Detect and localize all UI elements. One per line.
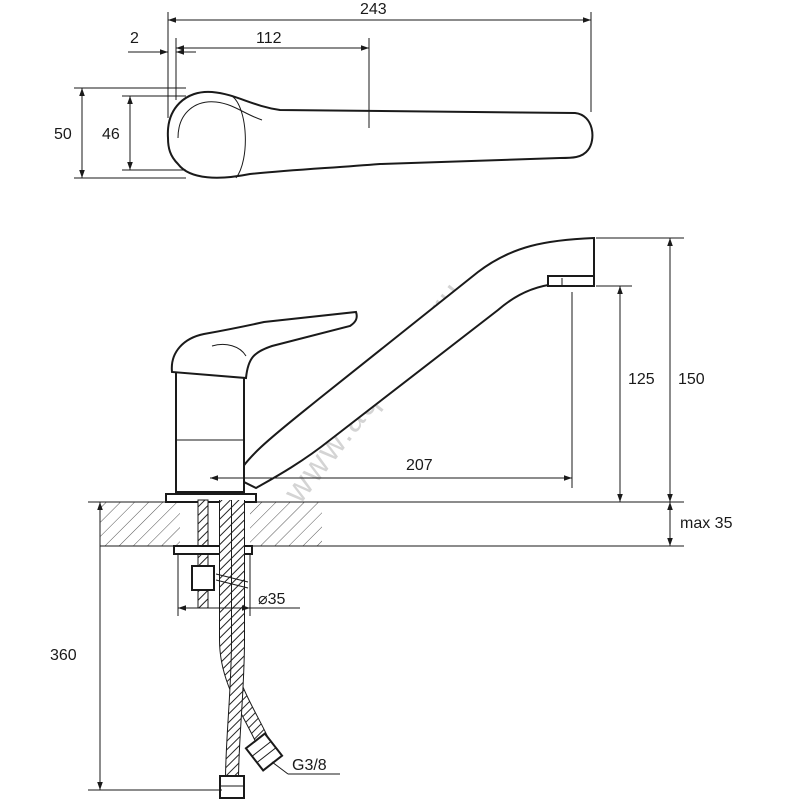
dim-label-243: 243 xyxy=(360,1,387,18)
dim-label-360: 360 xyxy=(50,647,77,664)
dim-label-150: 150 xyxy=(678,371,705,388)
handle-top-ridge xyxy=(231,95,246,179)
mounting-plate xyxy=(173,545,253,555)
faucet-body xyxy=(175,371,245,493)
thread-label-g38: G3/8 xyxy=(292,757,327,774)
dim-label-125: 125 xyxy=(628,371,655,388)
handle-top-inner xyxy=(177,101,263,139)
hose-fitting-left xyxy=(219,775,245,799)
dim-label-207: 207 xyxy=(406,457,433,474)
dim-label-46: 46 xyxy=(102,126,120,143)
mounting-nut xyxy=(191,565,215,591)
dim-label-d35: ⌀35 xyxy=(258,591,286,608)
spout-aerator xyxy=(547,275,595,287)
handle-lever xyxy=(170,310,358,380)
dim-label-2: 2 xyxy=(130,30,139,47)
side-view: 150 125 207 max 35 ⌀35 360 G3/8 xyxy=(50,236,733,799)
dim-label-112: 112 xyxy=(256,30,282,47)
dim-label-50: 50 xyxy=(54,126,72,143)
handle-top-outline xyxy=(166,90,594,179)
top-view: 243 112 2 50 46 xyxy=(54,1,594,179)
dim-label-max35: max 35 xyxy=(680,515,733,532)
spout-outline xyxy=(234,236,595,490)
